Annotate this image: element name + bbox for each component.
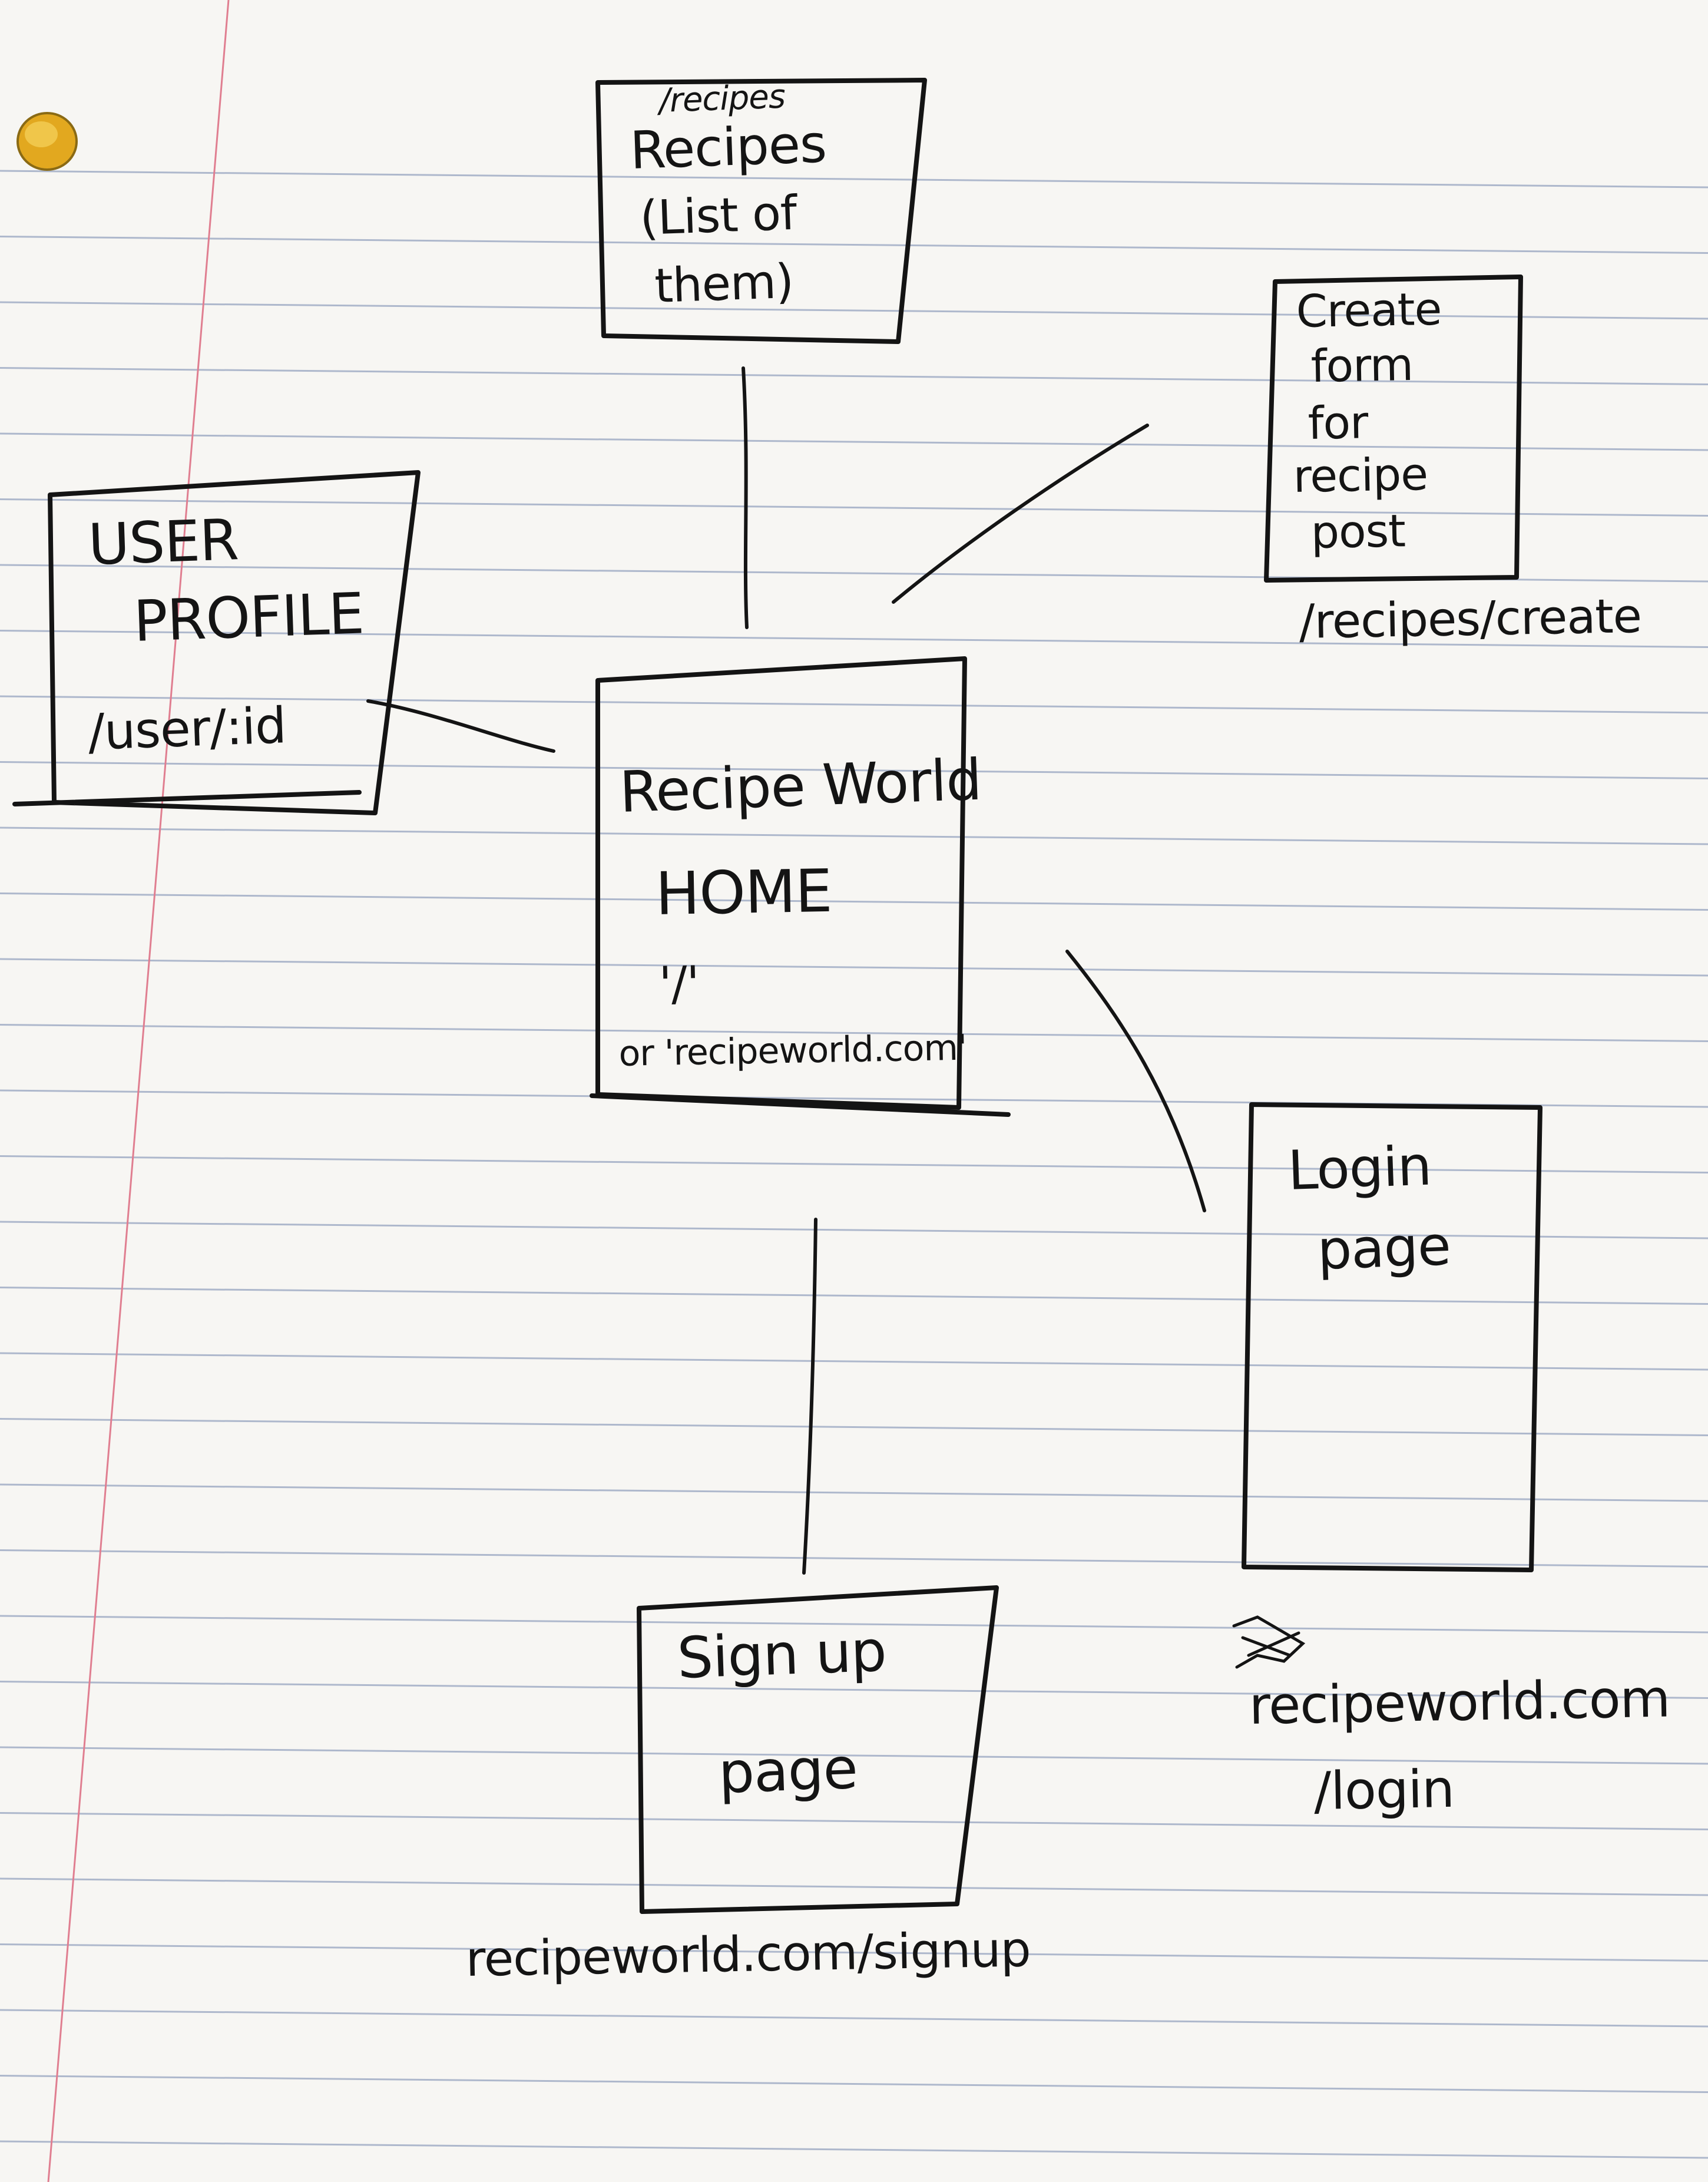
ruled-line	[0, 1155, 1708, 1173]
ruled-line	[0, 826, 1708, 845]
create-box	[1264, 275, 1523, 583]
ruled-line	[0, 1877, 1708, 1896]
user-profile-route: /user/:id	[87, 696, 287, 761]
scribbled-out-text	[1232, 1615, 1306, 1669]
ruled-line	[0, 498, 1708, 517]
ruled-line	[0, 1746, 1708, 1765]
ruled-line	[0, 2075, 1708, 2093]
signup-line-1: Sign up	[676, 1618, 888, 1691]
recipes-title: Recipes	[628, 113, 827, 181]
ruled-line	[0, 2009, 1708, 2028]
margin-line	[47, 0, 230, 2182]
connector-home-signup	[802, 1218, 817, 1575]
ruled-line	[0, 1287, 1708, 1305]
ruled-line	[0, 630, 1708, 648]
ruled-line	[0, 1352, 1708, 1371]
recipes-route: /recipes	[658, 77, 786, 120]
login-route-2: /login	[1313, 1758, 1455, 1821]
signup-line-2: page	[717, 1735, 859, 1806]
ruled-line	[0, 236, 1708, 254]
ruled-line	[0, 1024, 1708, 1042]
connector-home-login	[1065, 950, 1206, 1212]
recipes-subtitle-1: (List of	[638, 185, 797, 246]
user-profile-line-2: PROFILE	[132, 580, 365, 654]
ruled-line	[0, 170, 1708, 189]
signup-box	[637, 1585, 999, 1914]
ruled-line	[0, 2140, 1708, 2159]
create-route: /recipes/create	[1298, 588, 1642, 649]
ruled-line	[0, 958, 1708, 977]
ruled-line	[0, 1549, 1708, 1568]
signup-route: recipeworld.com/signup	[465, 1922, 1031, 1988]
ruled-line	[0, 1812, 1708, 1830]
recipes-box	[595, 78, 927, 344]
ruled-line	[0, 1615, 1708, 1634]
ruled-line	[0, 1681, 1708, 1699]
ruled-line	[0, 1418, 1708, 1436]
connector-home-user	[366, 699, 555, 753]
ruled-line	[0, 1221, 1708, 1239]
login-line-2: page	[1316, 1214, 1452, 1282]
home-alt-route: or 'recipeworld.com'	[618, 1027, 967, 1075]
create-line-1: Create	[1295, 282, 1442, 338]
create-line-2: form	[1310, 338, 1414, 392]
ruled-line	[0, 301, 1708, 320]
ruled-line	[0, 695, 1708, 714]
home-title: Recipe World	[618, 746, 983, 825]
ruled-line	[0, 1943, 1708, 1962]
ruled-line	[0, 367, 1708, 385]
user-profile-line-1: USER	[87, 507, 240, 578]
login-box	[1242, 1102, 1543, 1572]
login-route-1: recipeworld.com	[1248, 1668, 1671, 1736]
connector-home-create	[892, 424, 1149, 604]
binder-hole-shine	[25, 121, 58, 147]
ruled-lines	[0, 170, 1708, 2159]
recipes-subtitle-2: them)	[653, 253, 795, 313]
ruled-line	[0, 1483, 1708, 1502]
connector-home-recipes	[742, 366, 749, 629]
create-line-3: for	[1307, 396, 1369, 449]
home-route: '/'	[658, 956, 700, 1011]
login-line-1: Login	[1286, 1134, 1432, 1202]
ruled-line	[0, 892, 1708, 911]
home-subtitle: HOME	[654, 856, 833, 928]
home-box	[590, 656, 1011, 1117]
user-profile-box	[12, 470, 421, 815]
ruled-line	[0, 432, 1708, 451]
create-line-5: post	[1310, 504, 1406, 558]
ruled-line	[0, 761, 1708, 779]
create-line-4: recipe	[1292, 448, 1428, 502]
